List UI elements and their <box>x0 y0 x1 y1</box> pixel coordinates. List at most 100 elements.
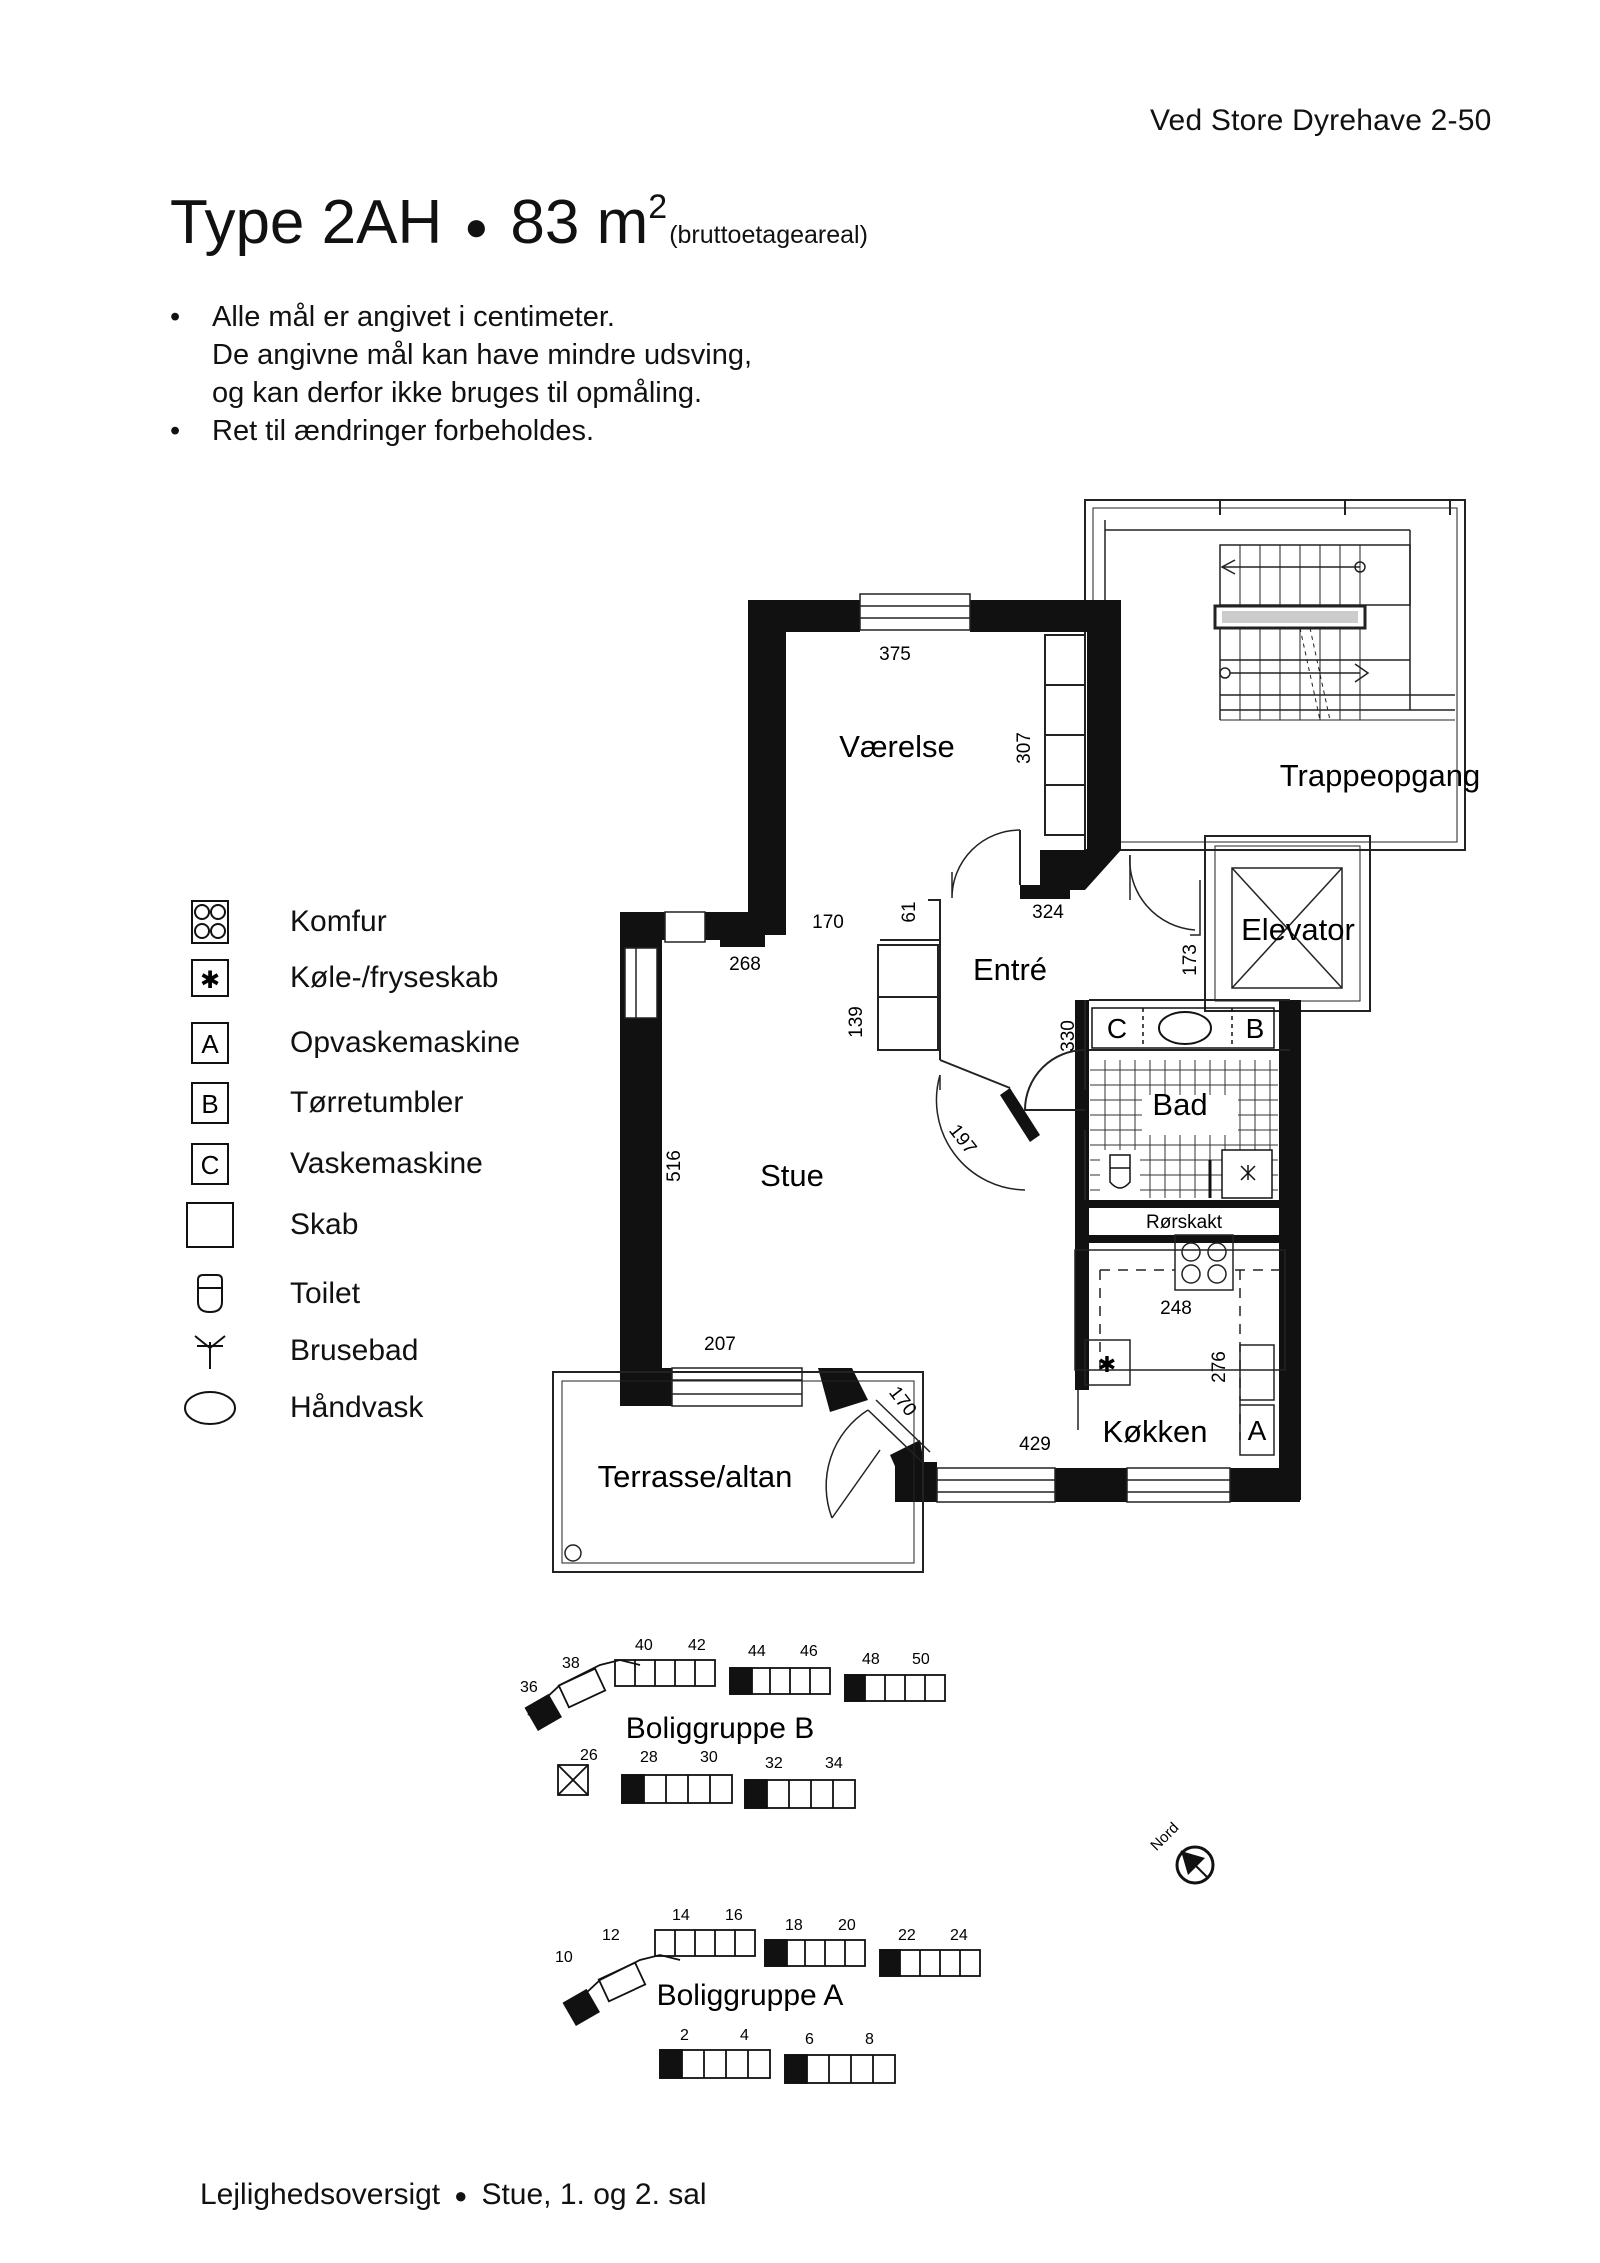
room-label-rorskakt: Rørskakt <box>1146 1212 1223 1233</box>
svg-text:20: 20 <box>838 1917 856 1934</box>
building-row-b1 <box>524 1659 946 1731</box>
stairwell <box>1084 499 1466 851</box>
dimension-label: 307 <box>1014 732 1035 764</box>
bathroom-fixtures <box>1091 1007 1275 1049</box>
svg-text:A: A <box>201 1029 219 1059</box>
room-label-elevator: Elevator <box>1241 912 1355 947</box>
svg-text:46: 46 <box>800 1643 818 1660</box>
bullet-icon: • <box>170 301 181 333</box>
svg-text:C: C <box>201 1150 220 1180</box>
svg-text:44: 44 <box>748 1643 766 1660</box>
building-row-a1 <box>562 1929 981 2026</box>
bullet-icon: • <box>170 415 181 447</box>
room-label-terrasse: Terrasse/altan <box>598 1459 793 1494</box>
legend-item: A Opvaskemaskine <box>180 1022 520 1064</box>
svg-text:22: 22 <box>898 1927 916 1944</box>
dimension-label: 197 <box>944 1121 980 1159</box>
dimension-label: 170 <box>812 912 844 933</box>
note-item: •Alle mål er angivet i centimeter. <box>170 298 752 336</box>
room-label-kokken: Køkken <box>1102 1414 1207 1449</box>
toilet-icon <box>180 1274 240 1314</box>
svg-text:10: 10 <box>555 1949 573 1966</box>
svg-text:B: B <box>201 1089 218 1119</box>
dimension-label: 61 <box>899 901 920 922</box>
dimension-label: 268 <box>729 954 761 975</box>
unit-numbers-a: 10 12 14 16 18 20 22 24 2 4 6 8 <box>555 1907 968 2048</box>
svg-text:4: 4 <box>740 2027 749 2044</box>
cabinet-icon <box>180 1202 240 1248</box>
room-label-entre: Entré <box>973 952 1047 987</box>
legend-item: B Tørretumbler <box>180 1082 463 1124</box>
dryer-icon: B <box>180 1082 240 1124</box>
dimension-label: 248 <box>1160 1298 1192 1319</box>
svg-text:8: 8 <box>865 2031 874 2048</box>
room-label-vaerelse: Værelse <box>839 729 954 764</box>
sink-icon <box>180 1390 240 1426</box>
dimension-label: 139 <box>846 1006 867 1038</box>
dimension-label: 516 <box>664 1150 685 1182</box>
svg-text:48: 48 <box>862 1651 880 1668</box>
building-row-a2 <box>659 2049 896 2084</box>
legend-item: Skab <box>180 1202 358 1248</box>
footer-right: Stue, 1. og 2. sal <box>481 2178 707 2211</box>
fridge-freezer-icon: ✱ <box>180 959 240 997</box>
svg-text:42: 42 <box>688 1637 706 1654</box>
shower-icon <box>180 1332 240 1370</box>
legend-item: Komfur <box>180 900 387 944</box>
legend-item: C Vaskemaskine <box>180 1143 483 1185</box>
svg-text:18: 18 <box>785 1917 803 1934</box>
svg-text:6: 6 <box>805 2031 814 2048</box>
interior-lines <box>552 634 1290 1573</box>
dimension-label: 330 <box>1058 1020 1079 1052</box>
footer-separator: ● <box>454 2183 468 2209</box>
svg-text:28: 28 <box>640 1749 658 1766</box>
room-label-bad: Bad <box>1152 1087 1207 1122</box>
footer: Lejlighedsoversigt●Stue, 1. og 2. sal <box>200 2178 707 2212</box>
room-label-stue: Stue <box>760 1158 824 1193</box>
area-value: 83 m <box>510 188 649 257</box>
windows <box>624 593 1231 1503</box>
svg-text:30: 30 <box>700 1749 718 1766</box>
svg-text:50: 50 <box>912 1651 930 1668</box>
svg-text:34: 34 <box>825 1755 843 1772</box>
dimensions: 375 307 170 61 324 173 268 139 330 197 5… <box>664 644 1230 1455</box>
washing-machine-mark: C <box>1107 1013 1127 1044</box>
dimension-label: 276 <box>1209 1351 1230 1383</box>
stove-icon <box>180 900 240 944</box>
area-superscript: 2 <box>648 188 668 226</box>
north-label: Nord <box>1147 1819 1182 1854</box>
note-item: og kan derfor ikke bruges til opmåling. <box>212 377 703 409</box>
washing-machine-icon: C <box>180 1143 240 1185</box>
header-address: Ved Store Dyrehave 2-50 <box>1150 104 1492 137</box>
room-label-trappeopgang: Trappeopgang <box>1280 758 1481 793</box>
svg-text:26: 26 <box>580 1747 598 1764</box>
notes-list: •Alle mål er angivet i centimeter. De an… <box>170 298 752 450</box>
page-title: Type 2AH●83 m2(bruttoetageareal) <box>170 190 868 254</box>
dimension-label: 207 <box>704 1334 736 1355</box>
svg-text:36: 36 <box>520 1679 538 1696</box>
group-a-label: Boliggruppe A <box>657 1979 844 2012</box>
dimension-label: 324 <box>1032 902 1064 923</box>
group-b-label: Boliggruppe B <box>626 1712 814 1745</box>
svg-text:40: 40 <box>635 1637 653 1654</box>
svg-text:38: 38 <box>562 1655 580 1672</box>
floor-plan: Værelse Trappeopgang Elevator Entré Bad … <box>552 499 1481 1573</box>
building-row-b2 <box>557 1764 856 1809</box>
dryer-mark: B <box>1246 1013 1265 1044</box>
svg-text:2: 2 <box>680 2027 689 2044</box>
svg-text:14: 14 <box>672 1907 690 1924</box>
svg-text:16: 16 <box>725 1907 743 1924</box>
dishwasher-mark: A <box>1248 1415 1267 1446</box>
svg-text:32: 32 <box>765 1755 783 1772</box>
dimension-label: 375 <box>879 644 911 665</box>
dimension-label: 173 <box>1180 944 1201 976</box>
north-arrow-icon: Nord <box>1147 1819 1215 1885</box>
svg-text:12: 12 <box>602 1927 620 1944</box>
svg-text:✱: ✱ <box>200 966 220 994</box>
area-note: (bruttoetageareal) <box>669 221 868 249</box>
title-separator: ● <box>464 204 489 249</box>
bathroom-tiles <box>1090 1060 1278 1199</box>
fridge-mark: ✱ <box>1098 1353 1116 1378</box>
legend-item: Brusebad <box>180 1332 418 1370</box>
legend-item: ✱ Køle-/fryseskab <box>180 959 498 997</box>
